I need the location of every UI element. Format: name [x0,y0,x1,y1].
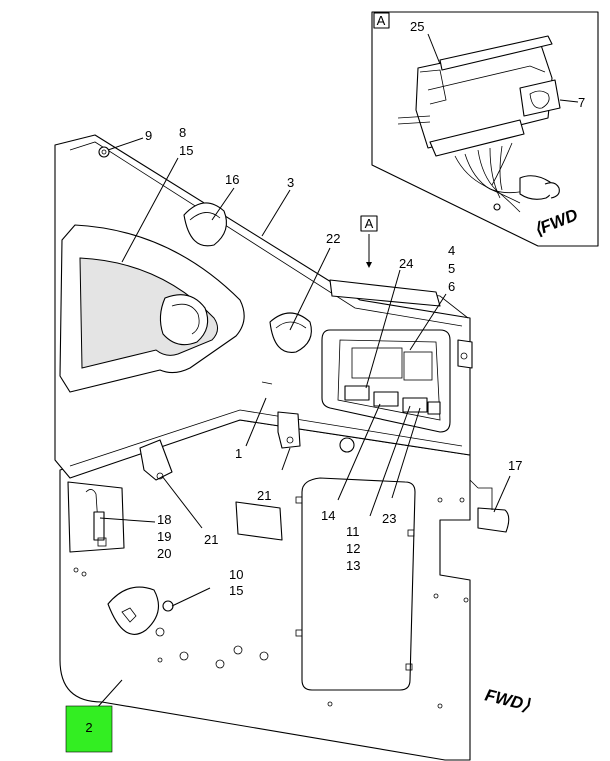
callout-7: 7 [578,95,585,110]
callout-22: 22 [326,231,340,246]
callout-18: 18 [157,512,171,527]
callout-10: 10 [229,567,243,582]
callout-24: 24 [399,256,413,271]
callout-21-mid: 21 [257,488,271,503]
callout-3: 3 [287,175,294,190]
plug-22 [269,312,312,353]
callout-13: 13 [346,558,360,573]
switch-11 [373,391,399,407]
detail-a-inset: A 25 7 ⟨FWD [371,11,599,247]
callout-20: 20 [157,546,171,561]
callout-1: 1 [235,446,242,461]
callout-17: 17 [508,458,522,473]
callout-23: 23 [382,511,396,526]
view-a-marker-label: A [365,216,374,231]
clip-21-right [277,411,301,449]
callout-8: 8 [179,125,186,140]
detail-a-tag-label: A [377,13,386,28]
switch-7 [519,79,561,117]
callout-11: 11 [346,524,360,539]
lock-rod [93,511,105,541]
highlighted-callout-2 [65,705,113,753]
switch-14 [344,385,370,401]
callout-2: 2 [85,720,92,735]
rod-17 [477,507,510,533]
fwd-arrow-main: FWD⟩ [483,685,532,714]
screw-9 [98,146,110,158]
callout-15-top: 15 [179,143,193,158]
leader-lines [94,137,511,711]
clip-21-left [139,439,173,481]
speaker-opening [107,586,160,635]
callout-19: 19 [157,529,171,544]
door-assembly [54,134,510,761]
callout-15-bottom: 15 [229,583,243,598]
switch-23 [402,397,428,413]
callout-5: 5 [448,261,455,276]
view-a-marker [360,215,378,232]
callout-12: 12 [346,541,360,556]
callout-6: 6 [448,279,455,294]
callouts: 9 8 15 16 3 22 24 4 5 6 1 21 21 14 11 12… [145,125,522,598]
callout-16: 16 [225,172,239,187]
callout-4: 4 [448,243,455,258]
callout-21-left: 21 [204,532,218,547]
callout-9: 9 [145,128,152,143]
detail-a-tag [373,12,390,29]
callout-14: 14 [321,508,335,523]
access-opening [301,477,416,691]
callout-25: 25 [410,19,424,34]
nut-10 [162,600,174,612]
